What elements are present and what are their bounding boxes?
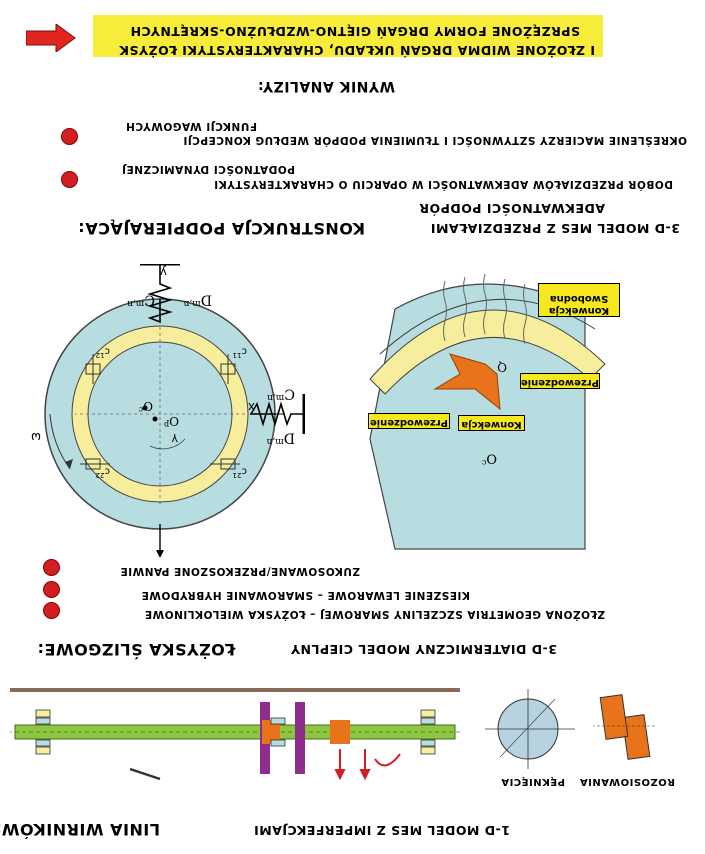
crack-diagram — [480, 684, 575, 769]
center-oc-label: Oc — [138, 399, 153, 414]
sliding-bullet-2-icon — [43, 581, 60, 598]
stiffness-right-label: Cm,n — [267, 385, 295, 402]
misalignment-diagram — [585, 686, 665, 766]
analysis-item-2-line1: PODATNOŚCI DYNAMICZNEJ — [121, 163, 295, 175]
stiffness-top-label: Cm,n — [127, 291, 155, 308]
y-axis-label: y — [159, 265, 167, 279]
support-heading-rest: 3-D MODEL MES Z PRZEDZIAŁAMI — [430, 221, 680, 236]
conduction-label-1: Przewodzenie — [520, 373, 600, 389]
sliding-item-3: ZŁOŻONA GEOMETRIA SZCZELINY SMAROWEJ – Ł… — [144, 608, 605, 620]
rotor-heading-rest: 1-D MODEL MES Z IMPERFEKCJAMI — [253, 823, 510, 838]
bearing-model-figure: Cm,n Dm,n Cm,n Dm,n Op Oc x y ω γ c11 c1… — [15, 264, 305, 564]
omega-label: ω — [30, 430, 41, 444]
analysis-item-1-line1: FUNKCJI WAGOWYCH — [125, 120, 257, 132]
sliding-bullet-1-icon — [43, 559, 60, 576]
sliding-heading: ŁOŻYSKA ŚLIZGOWE: — [37, 640, 235, 659]
banner-line2: SPRZĘŻONE FORMY DRGAŃ GIĘTNO-WZDŁUŻNO-SK… — [130, 24, 580, 39]
support-heading: KONSTRUKCJA PODPIERAJĄCA: — [77, 219, 365, 238]
analysis-item-2-line2: DOBÓR PRZEDZIAŁÓW ADEKWATNOŚCI W OPARCIU… — [213, 178, 673, 190]
crack-label: PĘKNIĘCIA — [500, 776, 565, 787]
sliding-item-1: ZUKOSOWANE/PRZEKOSZONE PANWIE — [120, 565, 360, 577]
banner-box — [93, 15, 603, 57]
sliding-bullet-3-icon — [43, 602, 60, 619]
x-axis-label: x — [247, 400, 255, 414]
damping-right-label: Dm,n — [266, 429, 295, 446]
analysis-item-1-line2: OKREŚLENIE MACIERZY SZTYWNOŚCI I TŁUMIEN… — [182, 134, 687, 146]
c22-label: c22 — [95, 465, 110, 479]
rotor-shaft-figure — [10, 684, 460, 794]
c11-label: c11 — [232, 345, 247, 359]
conduction-label-2: Przewodzenie — [368, 413, 450, 429]
analysis-bullet-2-icon — [61, 171, 78, 188]
sliding-heading-rest: 3-D DIATERMICZNY MODEL CIEPLNY — [290, 642, 557, 657]
analysis-bullet-1-icon — [61, 128, 78, 145]
gamma-label: γ — [171, 433, 178, 446]
misalignment-label: ROZOSIOWANIA — [579, 776, 675, 787]
support-subheading: ADEKWATNOŚCI PODPÓR — [418, 201, 605, 216]
rotor-heading: LINIA WIRNIKÓW: — [0, 820, 160, 839]
c12-label: c12 — [95, 345, 110, 359]
c21-label: c21 — [232, 465, 247, 479]
banner-line1: I ZŁOŻONE WIDMA DRGAŃ UKŁADU, CHARAKTERY… — [118, 43, 595, 58]
banner-arrow-icon — [25, 23, 76, 56]
damping-top-label: Dm,n — [183, 291, 212, 308]
convection-label: Konwekcja — [458, 415, 525, 431]
heat-q-label: Q — [497, 360, 507, 374]
center-op-label: Op — [164, 414, 179, 429]
thermal-oc-label: Oc — [481, 450, 497, 467]
sliding-item-2: KIESZENIE LEWAROWE – SMAROWANIE HYBRYDOW… — [141, 589, 470, 601]
analysis-title: WYNIK ANALIZY: — [257, 78, 395, 94]
